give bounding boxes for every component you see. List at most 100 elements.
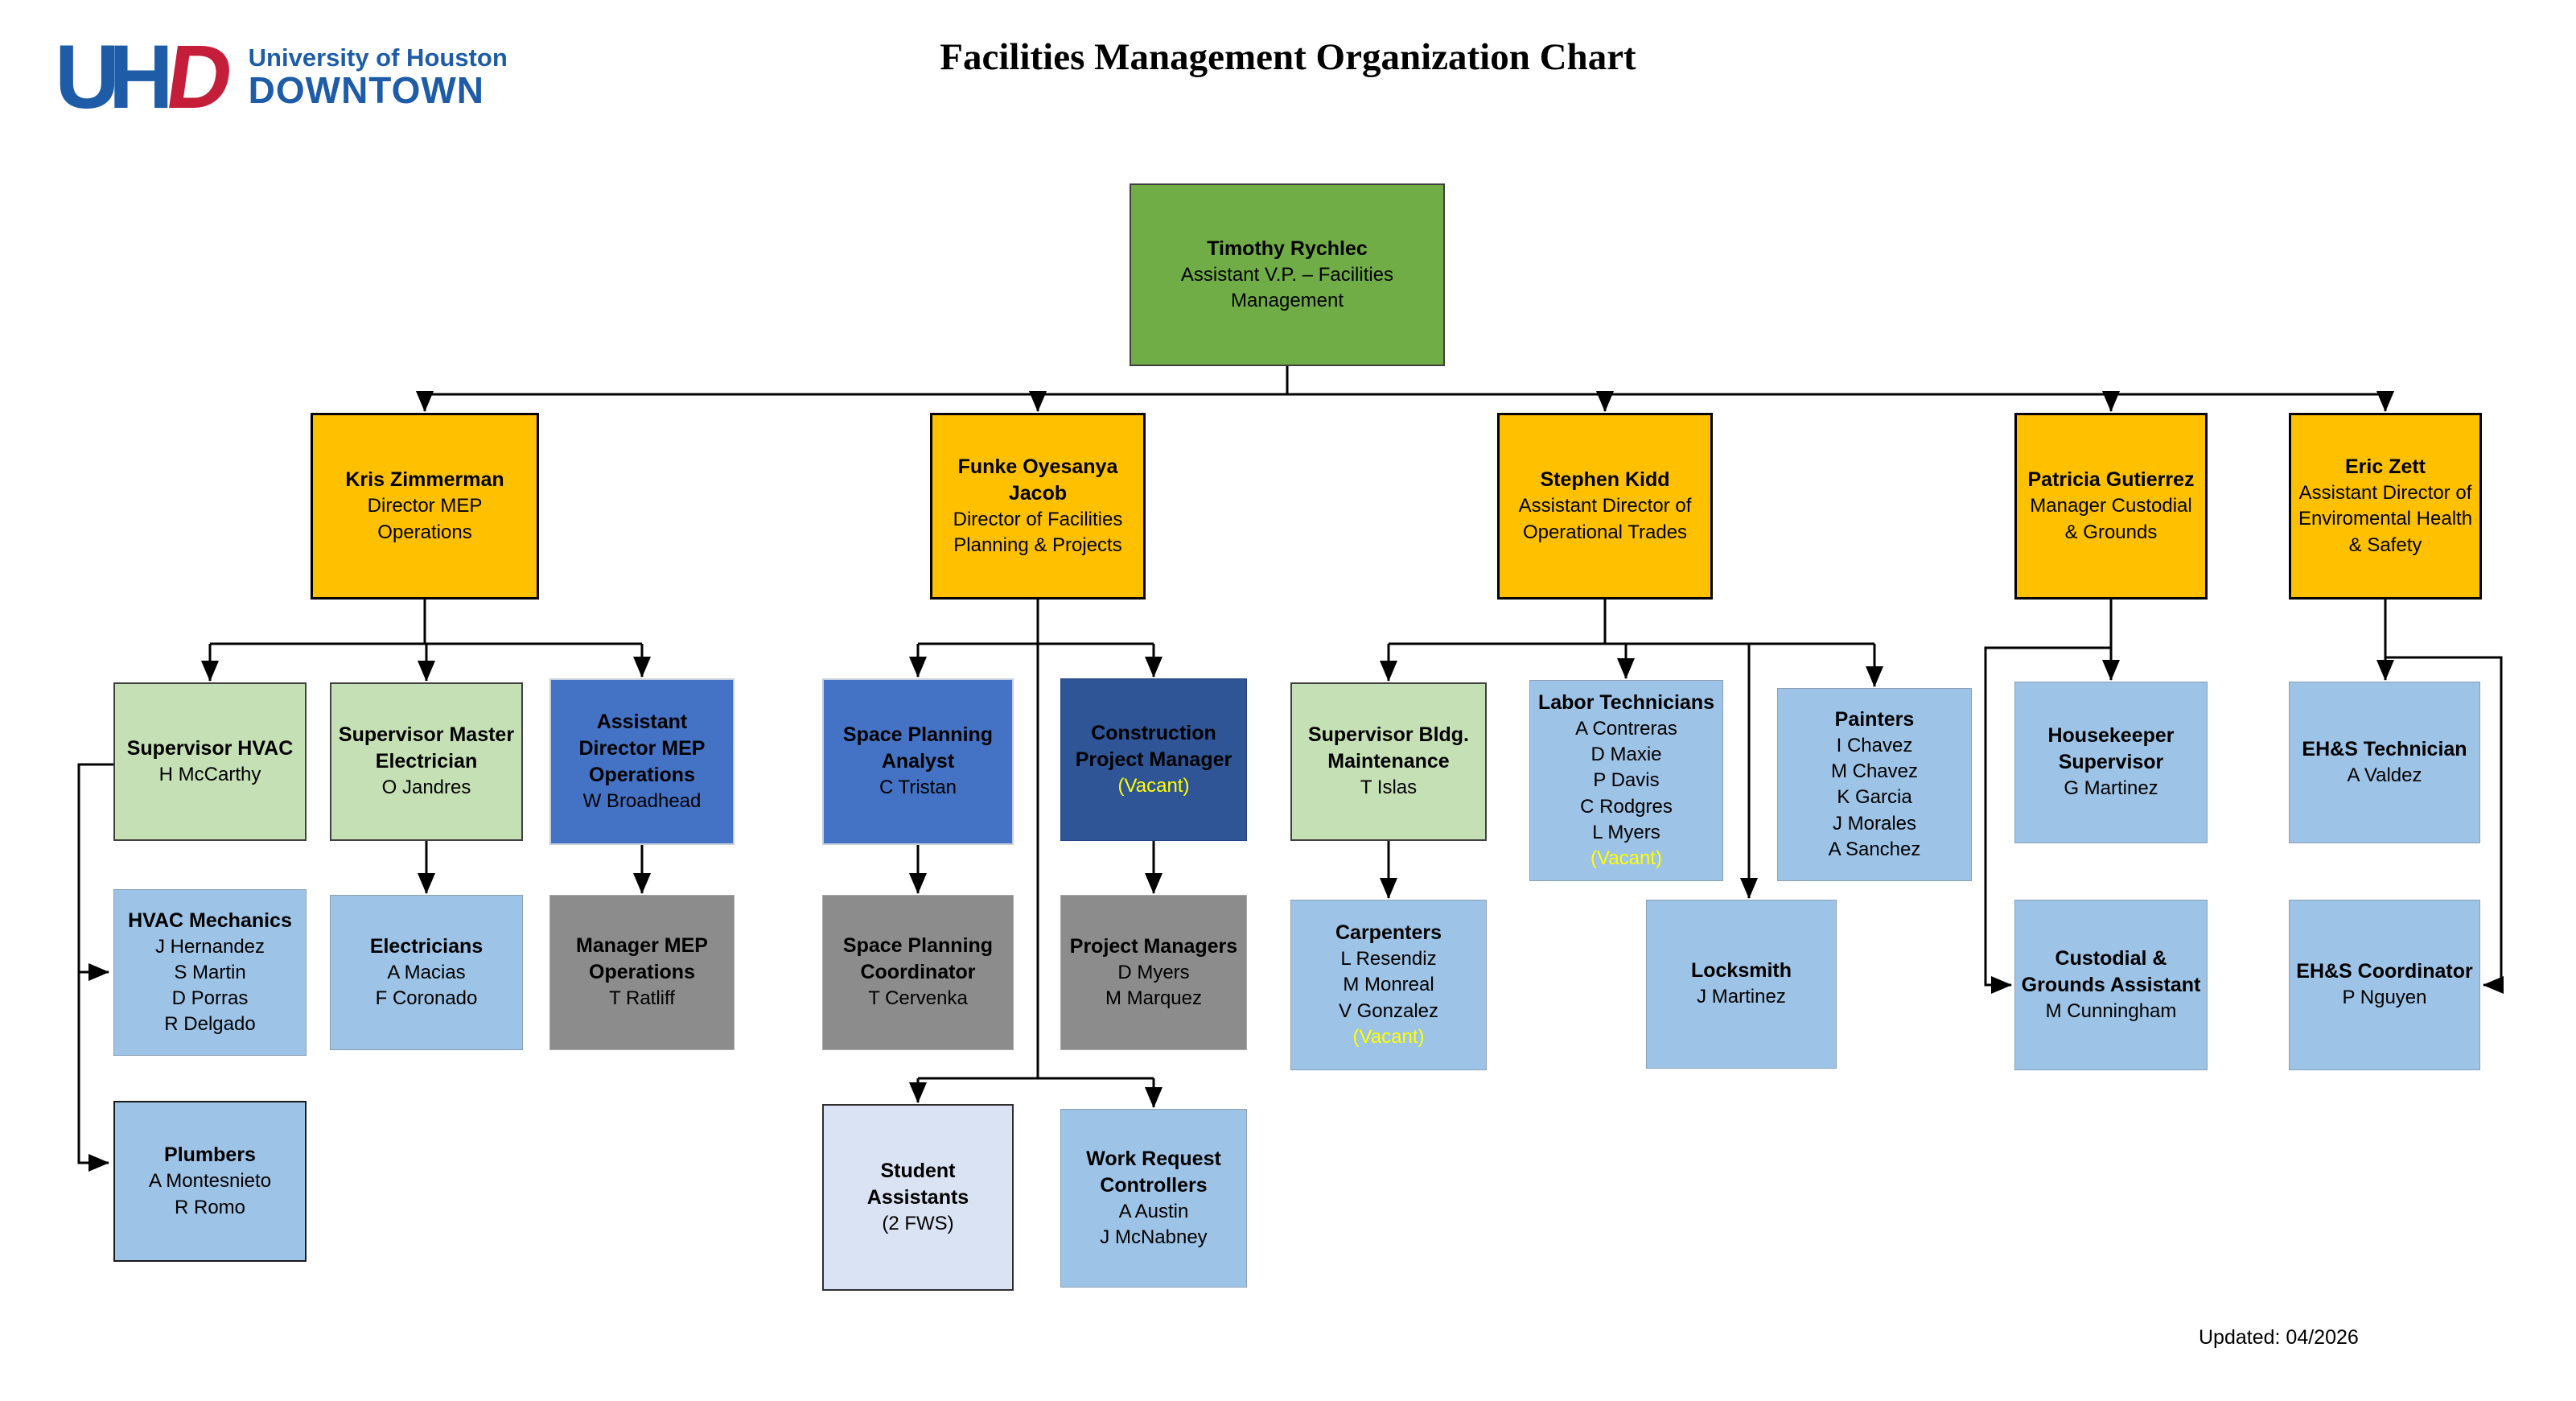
- org-node-sup_hvac: Supervisor HVAC H McCarthy: [113, 682, 307, 841]
- org-node-member-line: D Myers: [1117, 961, 1190, 983]
- org-node-asst_mep: Assistant Director MEP Operations W Broad…: [549, 678, 735, 845]
- org-node-member-line: A Valdez: [2347, 764, 2422, 786]
- org-node-housekeeper: Housekeeper Supervisor G Martinez: [2014, 682, 2208, 843]
- org-node-title: Carpenters: [1335, 921, 1442, 945]
- org-node-title: Funke Oyesanya Jacob: [957, 455, 1118, 505]
- org-node-ehs_tech: EH&S Technician A Valdez: [2289, 682, 2480, 843]
- org-node-labor: Labor Technicians A Contreras D Maxie P Dav…: [1529, 680, 1723, 881]
- org-node-member-line: T Ratliff: [609, 987, 675, 1010]
- org-node-title: Work Request Controllers: [1086, 1147, 1221, 1197]
- org-node-member-line: T Cervenka: [868, 987, 968, 1010]
- org-node-ehs_coord: EH&S Coordinator P Nguyen: [2289, 900, 2480, 1070]
- org-node-member-line: T Islas: [1360, 777, 1418, 799]
- org-node-member-line: A Montesnieto: [148, 1170, 272, 1193]
- org-node-member-line: (2 FWS): [882, 1212, 954, 1234]
- org-node-title: Timothy Rychlec: [1207, 237, 1368, 260]
- org-node-member-line: Assistant Director of Operational Trades: [1518, 495, 1692, 543]
- org-node-title: Supervisor HVAC: [126, 736, 294, 760]
- org-node-plumbers: Plumbers A Montesnieto R Romo: [113, 1101, 307, 1262]
- org-node-title: HVAC Mechanics: [128, 909, 292, 932]
- org-node-member-line: O Jandres: [381, 777, 471, 799]
- org-node-member-line: D Maxie: [1590, 744, 1662, 766]
- page-title: Facilities Management Organization Chart: [940, 36, 1636, 78]
- org-node-title: Assistant Director MEP Operations: [578, 710, 706, 786]
- org-node-carpenters: Carpenters L Resendiz M Monreal V Gonzalez (…: [1290, 900, 1487, 1070]
- org-node-member-line: P Nguyen: [2342, 987, 2427, 1009]
- org-node-title: Painters: [1834, 708, 1915, 731]
- org-node-title: Construction Project Manager: [1075, 721, 1232, 771]
- org-node-title: Student Assistants: [866, 1159, 969, 1209]
- org-node-member-line: Manager Custodial & Grounds: [2030, 495, 2192, 543]
- org-node-title: Eric Zett: [2344, 455, 2426, 479]
- org-node-member-line: Assistant V.P. – Facilities Management: [1180, 263, 1394, 311]
- org-node-member-line: A Sanchez: [1828, 838, 1921, 860]
- org-node-vacant-line: (Vacant): [1352, 1025, 1425, 1048]
- org-node-member-line: M Chavez: [1830, 760, 1919, 783]
- org-node-title: Electricians: [369, 934, 484, 958]
- org-node-member-line: G Martinez: [2064, 777, 2158, 800]
- org-node-member-line: A Contreras: [1575, 718, 1677, 740]
- org-node-wrc: Work Request Controllers A Austin J McNabn…: [1060, 1109, 1247, 1288]
- org-node-title: Plumbers: [164, 1143, 256, 1167]
- org-node-title: Manager MEP Operations: [576, 934, 708, 984]
- org-node-mgr_mep: Manager MEP Operations T Ratliff: [549, 895, 735, 1050]
- org-node-title: Housekeeper Supervisor: [2047, 724, 2175, 774]
- org-node-title: Patricia Gutierrez: [2027, 468, 2195, 492]
- org-node-member-line: A Macias: [387, 961, 466, 983]
- org-node-title: Labor Technicians: [1537, 691, 1715, 715]
- org-node-sup_bldg: Supervisor Bldg. Maintenance T Islas: [1290, 682, 1487, 841]
- org-node-member-line: Assistant Director of Enviromental Healt…: [2298, 482, 2473, 556]
- org-node-title: Kris Zimmerman: [345, 468, 504, 492]
- updated-label: Updated: 04/2026: [2199, 1326, 2359, 1349]
- org-node-member-line: M Cunningham: [2045, 999, 2177, 1022]
- org-node-sup_elec: Supervisor Master Electrician O Jandres: [330, 682, 523, 841]
- org-node-member-line: J McNabney: [1100, 1226, 1208, 1248]
- org-node-member-line: C Rodgres: [1580, 795, 1673, 818]
- org-node-member-line: M Monreal: [1343, 974, 1434, 996]
- org-node-students: Student Assistants (2 FWS): [822, 1104, 1014, 1291]
- org-node-member-line: L Resendiz: [1340, 948, 1437, 970]
- org-node-spc: Space Planning Coordinator T Cervenka: [822, 895, 1014, 1050]
- uhd-logo-text: University of Houston DOWNTOWN: [248, 44, 508, 112]
- org-node-member-line: P Davis: [1593, 769, 1660, 792]
- org-node-title: Supervisor Master Electrician: [338, 723, 515, 773]
- org-node-member-line: H McCarthy: [158, 763, 261, 785]
- org-node-member-line: V Gonzalez: [1338, 999, 1439, 1022]
- org-node-member-line: R Romo: [174, 1196, 246, 1218]
- org-node-member-line: R Delgado: [164, 1013, 256, 1036]
- org-node-title: Supervisor Bldg. Maintenance: [1307, 723, 1470, 773]
- org-node-member-line: C Tristan: [879, 777, 957, 799]
- org-node-member-line: Director of Facilities Planning & Projec…: [953, 508, 1123, 556]
- org-node-cpm: Construction Project Manager (Vacant): [1060, 678, 1247, 841]
- org-node-electricians: Electricians A Macias F Coronado: [330, 895, 523, 1050]
- org-node-member-line: I Chavez: [1836, 735, 1913, 757]
- org-node-member-line: J Morales: [1832, 812, 1917, 834]
- org-node-member-line: Director MEP Operations: [367, 495, 483, 543]
- org-node-vacant-line: (Vacant): [1117, 774, 1190, 797]
- org-node-vacant-line: (Vacant): [1590, 847, 1662, 869]
- logo-downtown-line: DOWNTOWN: [248, 69, 484, 112]
- org-node-member-line: L Myers: [1592, 821, 1660, 843]
- org-node-member-line: S Martin: [174, 961, 246, 983]
- org-node-title: Custodial & Grounds Assistant: [2021, 946, 2201, 996]
- org-node-title: EH&S Technician: [2302, 737, 2467, 760]
- org-node-member-line: F Coronado: [375, 987, 478, 1009]
- org-node-member-line: W Broadhead: [582, 789, 702, 812]
- org-node-title: Project Managers: [1069, 934, 1238, 958]
- org-node-member-line: A Austin: [1118, 1200, 1189, 1222]
- org-node-title: Space Planning Coordinator: [842, 934, 994, 984]
- org-node-title: Locksmith: [1690, 959, 1792, 983]
- org-node-title: EH&S Coordinator: [2296, 960, 2473, 983]
